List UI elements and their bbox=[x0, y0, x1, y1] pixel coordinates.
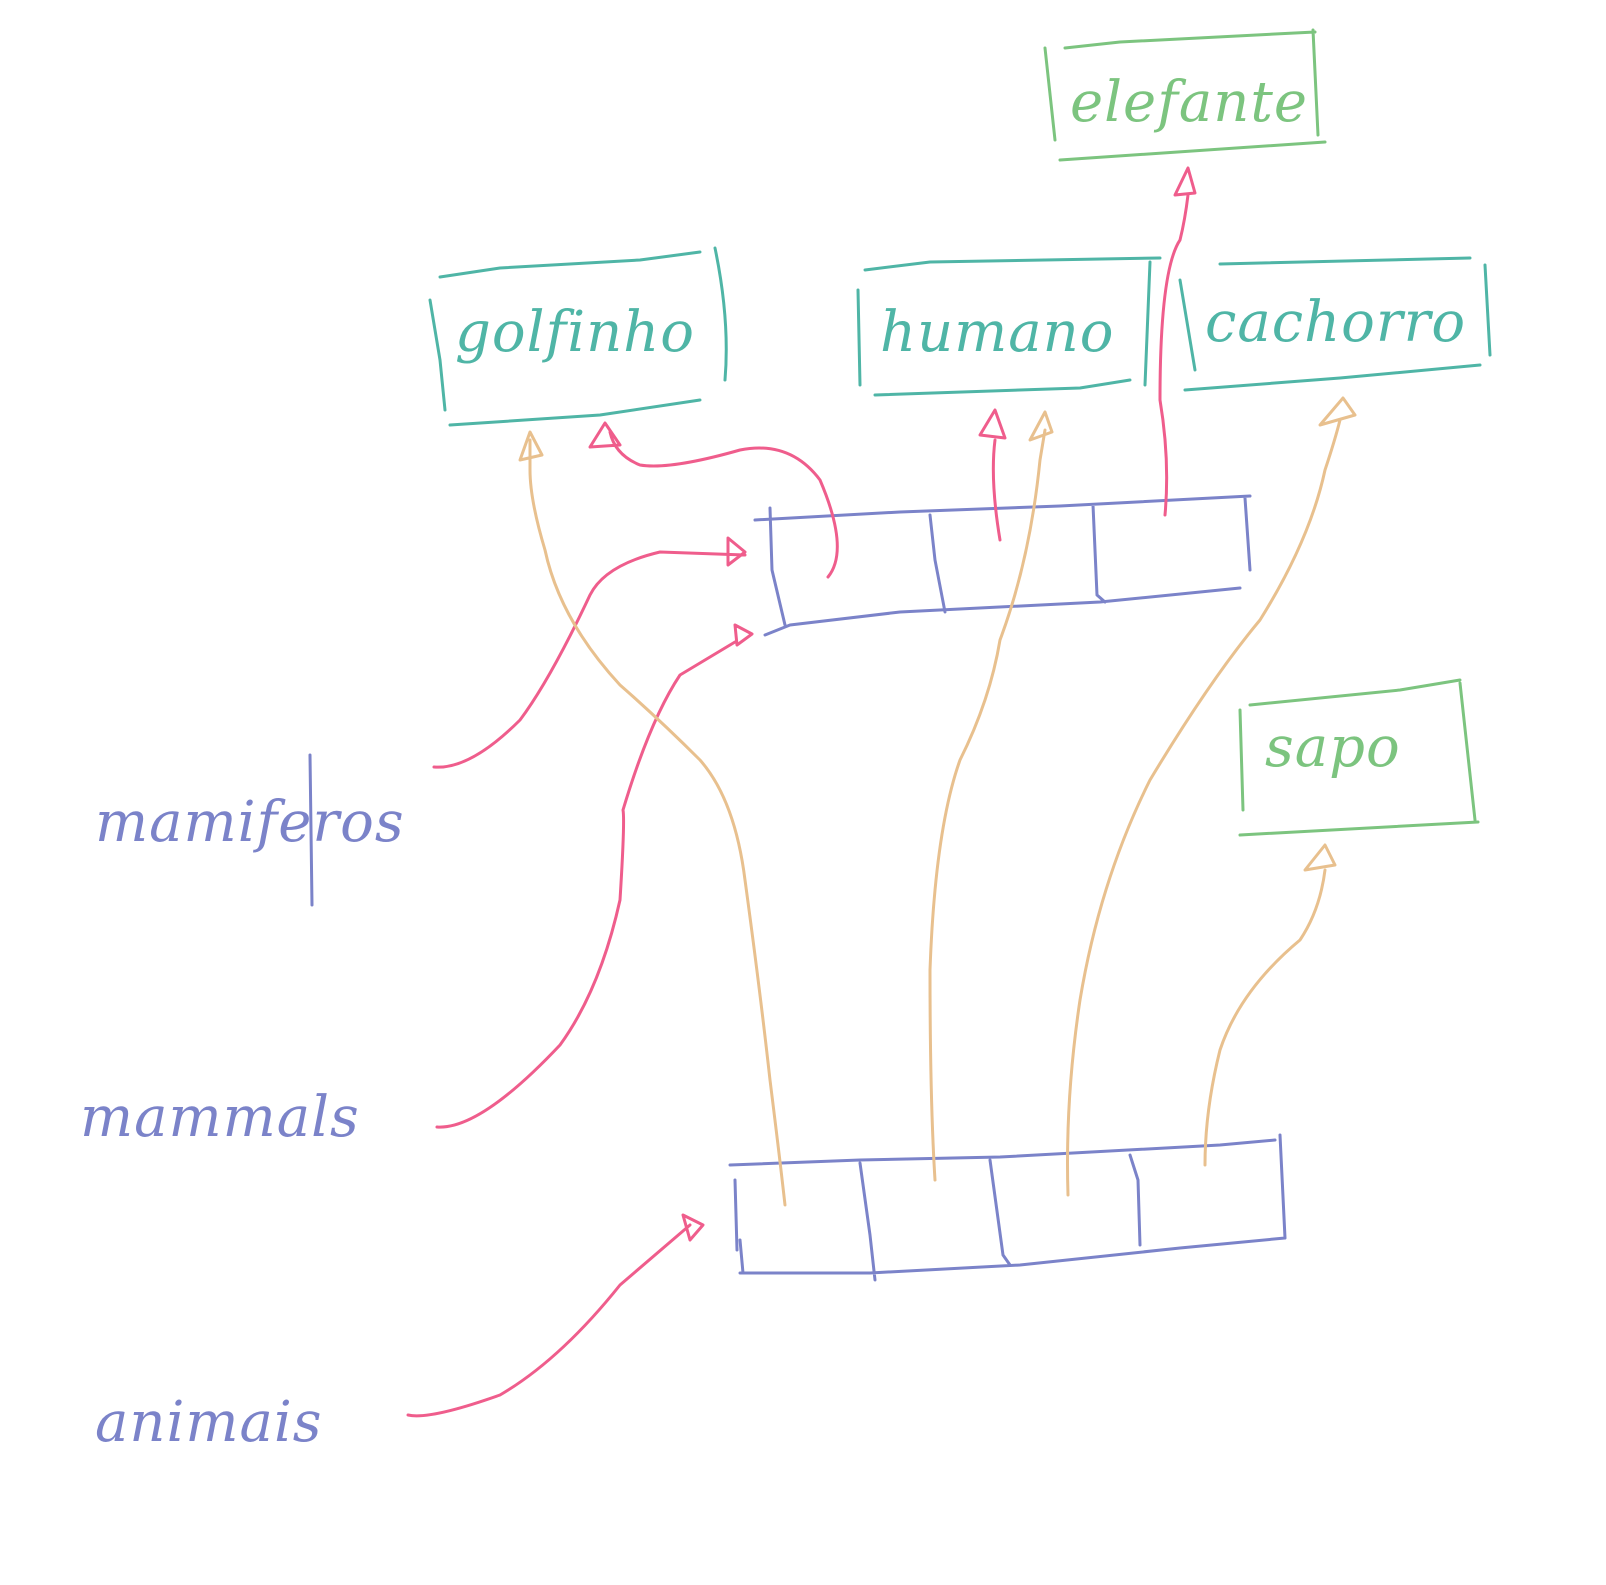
object-label-elefante: elefante bbox=[1070, 70, 1309, 135]
letter-stroke bbox=[308, 753, 314, 907]
object-label-humano: humano bbox=[880, 300, 1115, 365]
array-mammals bbox=[753, 494, 1252, 637]
variable-label-mamiferos: mamiferos bbox=[95, 790, 405, 855]
variable-label-mammals: mammals bbox=[80, 1085, 360, 1150]
box-sapo bbox=[1238, 678, 1480, 837]
object-label-sapo: sapo bbox=[1265, 715, 1401, 780]
reference-arrows bbox=[406, 166, 1197, 1418]
object-label-golfinho: golfinho bbox=[455, 300, 695, 365]
box-elefante bbox=[1043, 28, 1327, 162]
array-animals bbox=[728, 1133, 1287, 1282]
object-label-cachorro: cachorro bbox=[1205, 290, 1467, 355]
variable-label-animais: animais bbox=[95, 1390, 323, 1455]
box-golfinho bbox=[428, 246, 728, 427]
box-cachorro bbox=[1178, 256, 1492, 392]
box-humano bbox=[856, 256, 1162, 397]
element-references bbox=[518, 396, 1357, 1207]
